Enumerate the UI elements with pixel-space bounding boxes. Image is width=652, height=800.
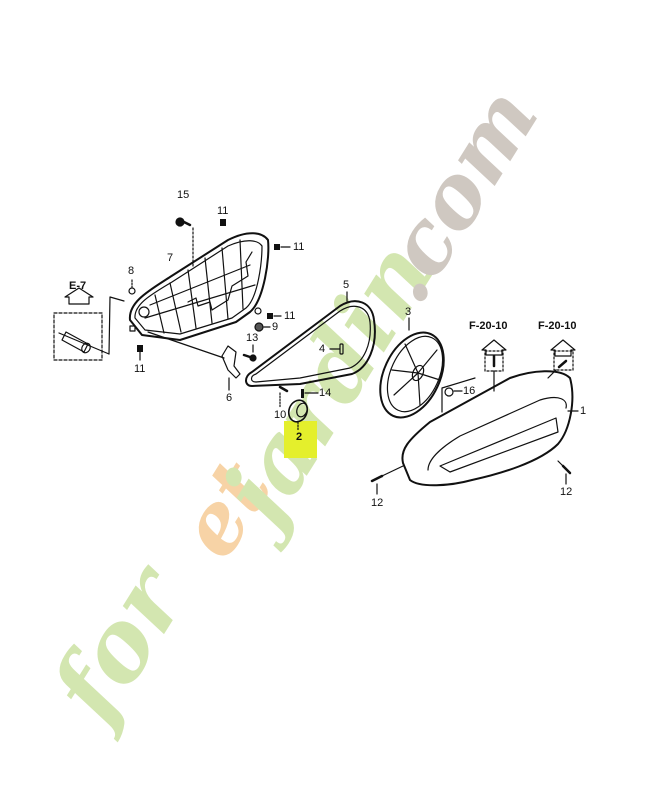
- part-6-bracket: [147, 331, 241, 391]
- reference-e7[interactable]: E-7: [69, 280, 87, 292]
- callout-2[interactable]: 2: [296, 431, 303, 443]
- callout-3[interactable]: 3: [405, 306, 412, 318]
- callout-13[interactable]: 13: [246, 332, 259, 344]
- part-3-pulley: [379, 317, 445, 419]
- part-11-clip-right: [274, 244, 280, 250]
- callout-15[interactable]: 15: [177, 189, 190, 201]
- part-11-clip-mid: [267, 313, 273, 319]
- callout-12-right[interactable]: 12: [560, 486, 573, 498]
- part-12-screw-right: [561, 464, 572, 475]
- part-15-bolt: [175, 217, 194, 269]
- part-1-outer-cover: [401, 370, 579, 487]
- part-7-inner-cover: [128, 232, 270, 341]
- part-5-belt: [245, 291, 376, 387]
- part-14-pin: [301, 389, 304, 398]
- part-2-highlight: [284, 421, 317, 458]
- part-2-pulley: [287, 399, 309, 432]
- part-10-key: [278, 385, 289, 393]
- part-13-bolt: [242, 344, 257, 362]
- callout-8[interactable]: 8: [128, 265, 135, 277]
- callout-11-bottom[interactable]: 11: [134, 363, 146, 375]
- callout-12-left[interactable]: 12: [371, 497, 384, 509]
- reference-f2010-b[interactable]: F-20-10: [538, 320, 577, 332]
- e7-reference-box: [53, 287, 125, 361]
- callout-5[interactable]: 5: [343, 279, 350, 291]
- part-12-screw-left: [370, 474, 384, 483]
- callout-7[interactable]: 7: [167, 252, 174, 264]
- callout-11-top[interactable]: 11: [217, 205, 229, 217]
- callout-11-right[interactable]: 11: [293, 241, 305, 253]
- part-11-clip-bottom: [137, 345, 143, 352]
- callout-14[interactable]: 14: [319, 387, 332, 399]
- callout-10[interactable]: 10: [274, 409, 287, 421]
- callout-1[interactable]: 1: [580, 405, 587, 417]
- callout-9[interactable]: 9: [272, 321, 279, 333]
- callout-4[interactable]: 4: [319, 343, 326, 355]
- callout-16[interactable]: 16: [463, 385, 476, 397]
- callout-6[interactable]: 6: [226, 392, 233, 404]
- callout-11-mid[interactable]: 11: [284, 310, 296, 322]
- f2010-box-a: [481, 339, 507, 392]
- part-11-clip-top: [220, 219, 226, 226]
- reference-f2010-a[interactable]: F-20-10: [469, 320, 508, 332]
